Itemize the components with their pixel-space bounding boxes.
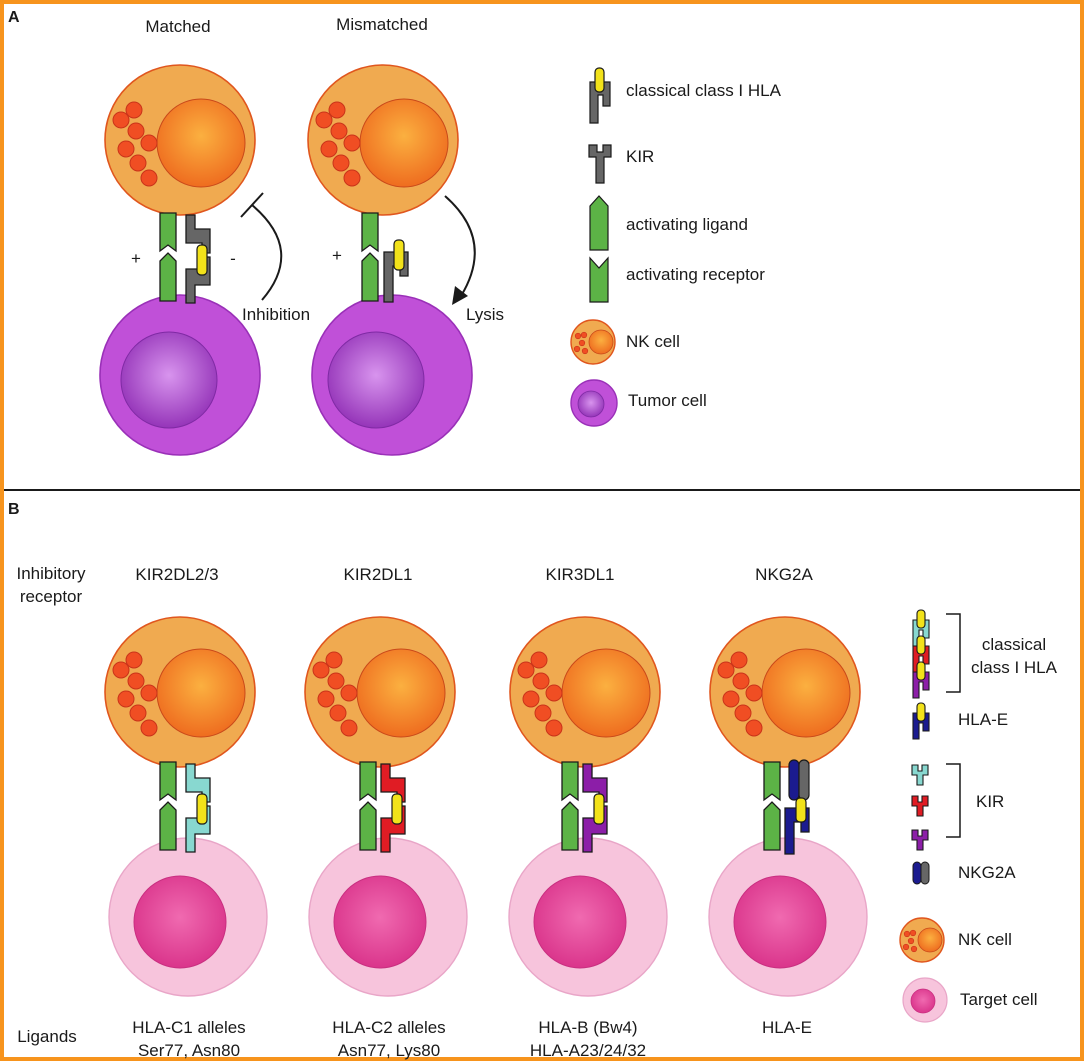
tumor-cell-matched — [99, 294, 261, 456]
activating-receptor-legend-icon — [589, 256, 609, 303]
granules-icon — [717, 651, 763, 737]
nkg2a-receptor — [788, 759, 810, 801]
legend-activating-receptor: activating receptor — [626, 265, 765, 284]
ligand-kir3dl1-line1: HLA-B (Bw4) — [538, 1018, 637, 1037]
nk-cell-mismatched — [307, 64, 459, 216]
row-label-inhibitory: Inhibitory — [17, 564, 86, 583]
activating-receptor-matched — [159, 212, 177, 252]
legend-hla-e: HLA-E — [958, 710, 1008, 729]
kir-hla-matched — [185, 214, 211, 304]
ligand-kir2dl1-line1: HLA-C2 alleles — [332, 1018, 445, 1037]
receptor-name-kir2dl23: KIR2DL2/3 — [135, 565, 218, 584]
legend-b: classical class I HLA HLA-E KIR NKG2A — [899, 609, 1058, 1023]
receptor-name-kir3dl1: KIR3DL1 — [546, 565, 615, 584]
ligand-kir3dl1-line2: HLA-A23/24/32 — [530, 1041, 646, 1060]
granules-icon — [112, 101, 158, 187]
receptor-name-nkg2a: NKG2A — [755, 565, 813, 584]
panel-b-label: B — [8, 501, 20, 518]
kir-kir2dl23-legend-icon — [911, 764, 929, 786]
legend-nkg2a: NKG2A — [958, 863, 1016, 882]
nk-cell-matched — [104, 64, 256, 216]
hla-e-legend-icon — [912, 702, 930, 740]
panel-b: B Inhibitory receptor Ligands KIR2DL2/3 … — [8, 501, 1058, 1060]
legend-nk-cell: NK cell — [626, 332, 680, 351]
nk-cell-legend-icon-b — [899, 917, 945, 963]
panel-a-label: A — [8, 9, 20, 26]
legend-classical-line1: classical — [982, 635, 1046, 654]
legend-tumor-cell: Tumor cell — [628, 391, 707, 410]
panel-a: A Matched Mismatched + - Inhi — [8, 9, 782, 456]
ligand-nkg2a-line1: HLA-E — [762, 1018, 812, 1037]
legend-classical-hla: classical class I HLA — [626, 81, 782, 100]
kir-legend-icon — [588, 144, 612, 184]
nkg2a-legend-icon — [912, 861, 930, 885]
activating-ligand-mismatched — [361, 252, 379, 302]
legend-target-cell: Target cell — [960, 990, 1037, 1009]
plus-sign-mismatched: + — [332, 246, 342, 265]
column-nkg2a — [708, 616, 868, 997]
inhibition-label: Inhibition — [242, 305, 310, 324]
bracket-icon — [946, 613, 961, 693]
target-cell-legend-icon — [902, 977, 948, 1023]
activating-ligand-matched — [159, 252, 177, 302]
matched-title: Matched — [145, 17, 210, 36]
tumor-cell-mismatched — [311, 294, 473, 456]
granules-icon — [315, 101, 361, 187]
classical-hla-mismatched — [383, 239, 409, 303]
ligands-row-label: Ligands — [17, 1027, 77, 1046]
legend-nk-cell-b: NK cell — [958, 930, 1012, 949]
tumor-cell-legend-icon — [570, 379, 618, 427]
column-kir3dl1 — [508, 616, 668, 997]
lysis-label: Lysis — [466, 305, 504, 324]
legend-kir-b: KIR — [976, 792, 1004, 811]
inhibition-arrow-icon — [240, 192, 283, 301]
hla-e-complex — [784, 797, 810, 855]
minus-sign: - — [230, 249, 236, 268]
column-kir2dl23 — [104, 616, 268, 997]
row-label-receptor: receptor — [20, 587, 83, 606]
legend-activating-ligand: activating ligand — [626, 215, 748, 234]
receptor-name-kir2dl1: KIR2DL1 — [344, 565, 413, 584]
granules-icon — [112, 651, 158, 737]
activating-ligand-legend-icon — [589, 195, 609, 251]
kir-kir2dl1-legend-icon — [911, 795, 929, 817]
legend-a: classical class I HLA KIR activating lig… — [570, 67, 782, 427]
bracket-icon — [946, 763, 961, 838]
ligand-kir2dl23-line2: Ser77, Asn80 — [138, 1041, 240, 1060]
granules-icon — [517, 651, 563, 737]
classical-hla-legend-icon — [589, 67, 611, 124]
granules-icon — [312, 651, 358, 737]
legend-classical-line2: class I HLA — [971, 658, 1058, 677]
plus-sign-matched: + — [131, 249, 141, 268]
nk-cell-legend-icon — [570, 319, 616, 365]
legend-kir: KIR — [626, 147, 654, 166]
column-kir2dl1 — [304, 616, 468, 997]
ligand-kir2dl23-line1: HLA-C1 alleles — [132, 1018, 245, 1037]
activating-receptor-mismatched — [361, 212, 379, 252]
ligand-kir2dl1-line2: Asn77, Lys80 — [338, 1041, 440, 1060]
mismatched-title: Mismatched — [336, 15, 428, 34]
kir-kir3dl1-legend-icon — [911, 829, 929, 851]
lysis-arrow-icon — [444, 195, 476, 305]
